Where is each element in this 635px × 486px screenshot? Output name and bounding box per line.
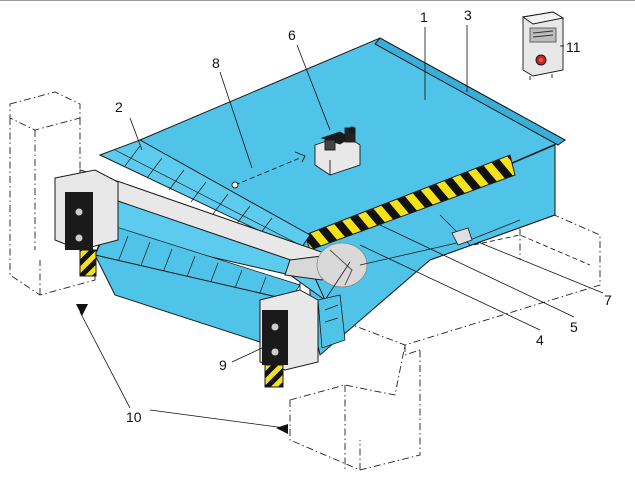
top-border: [0, 0, 635, 1]
callout-9: 9: [219, 357, 227, 373]
left-wall: [9, 91, 96, 296]
left-bumper: [54, 169, 119, 277]
detail-bubble: [316, 242, 368, 288]
right-bumper: [259, 289, 319, 388]
front-wall: [289, 344, 421, 471]
lip-cylinder: [231, 151, 306, 189]
callout-5: 5: [570, 319, 578, 335]
callout-1: 1: [420, 9, 428, 25]
leader-lines: [79, 25, 604, 429]
leader-arrows: [76, 304, 288, 434]
front-posts: [317, 294, 346, 349]
hazard-stripe: [304, 154, 516, 251]
callout-11: 11: [566, 39, 581, 55]
control-box: [521, 11, 565, 80]
callout-2: 2: [115, 99, 123, 115]
callout-10: 10: [126, 409, 142, 425]
callout-7: 7: [604, 292, 612, 308]
support-frame: [324, 214, 521, 301]
hydraulic-unit: [314, 126, 361, 176]
callout-8: 8: [212, 55, 220, 71]
callout-6: 6: [288, 27, 296, 43]
callout-4: 4: [536, 332, 544, 348]
platform-top-edge: [374, 37, 566, 146]
callout-3: 3: [464, 7, 472, 23]
lip-plate: [98, 139, 311, 251]
